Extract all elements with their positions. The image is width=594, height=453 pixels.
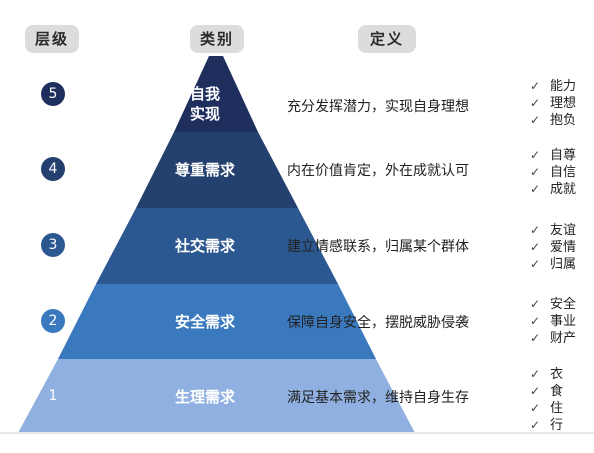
keyword-item: ✓食 xyxy=(530,384,564,399)
check-icon: ✓ xyxy=(530,331,541,345)
keyword-item: ✓成就 xyxy=(530,182,577,197)
keyword-item: ✓住 xyxy=(530,401,564,416)
check-icon: ✓ xyxy=(530,113,541,127)
keyword-item: ✓财产 xyxy=(530,331,577,346)
bottom-divider xyxy=(0,432,594,434)
check-icon: ✓ xyxy=(530,79,541,93)
check-icon: ✓ xyxy=(530,418,541,432)
keyword-item: ✓衣 xyxy=(530,367,564,382)
pyramid-tier-5 xyxy=(174,56,258,132)
definition-5: 充分发挥潜力，实现自身理想 xyxy=(287,99,469,115)
keywords-5: ✓能力 ✓理想 ✓抱负 xyxy=(530,78,576,129)
check-icon: ✓ xyxy=(530,240,541,254)
check-icon: ✓ xyxy=(530,148,541,162)
header-level: 层级 xyxy=(25,25,79,53)
definition-2: 保障自身安全，摆脱威胁侵袭 xyxy=(287,315,469,331)
check-icon: ✓ xyxy=(530,223,541,237)
keywords-4: ✓自尊 ✓自信 ✓成就 xyxy=(530,147,576,198)
category-5-line2: 实现 xyxy=(189,105,220,123)
check-icon: ✓ xyxy=(530,182,541,196)
keyword-item: ✓爱情 xyxy=(530,240,577,255)
keyword-item: ✓自信 xyxy=(530,165,577,180)
keyword-item: ✓归属 xyxy=(530,257,577,272)
category-label-4: 尊重需求 xyxy=(174,161,235,179)
check-icon: ✓ xyxy=(530,165,541,179)
pyramid-tier-3 xyxy=(96,208,338,284)
keyword-item: ✓友谊 xyxy=(530,223,577,238)
keyword-item: ✓理想 xyxy=(530,96,577,111)
pyramid-tier-1 xyxy=(18,359,415,433)
category-label-1: 生理需求 xyxy=(174,388,235,406)
keywords-1: ✓衣 ✓食 ✓住 ✓行 xyxy=(530,366,563,434)
keywords-3: ✓友谊 ✓爱情 ✓归属 xyxy=(530,222,576,273)
keyword-item: ✓抱负 xyxy=(530,113,577,128)
pyramid-tier-4 xyxy=(136,132,298,208)
level-number-5: 5 xyxy=(41,82,65,106)
level-number-1: 1 xyxy=(41,384,65,408)
level-number-4: 4 xyxy=(41,157,65,181)
keywords-2: ✓安全 ✓事业 ✓财产 xyxy=(530,296,576,347)
keyword-item: ✓事业 xyxy=(530,314,577,329)
check-icon: ✓ xyxy=(530,367,541,381)
header-category: 类别 xyxy=(190,25,244,53)
level-number-2: 2 xyxy=(41,309,65,333)
check-icon: ✓ xyxy=(530,384,541,398)
keyword-item: ✓自尊 xyxy=(530,148,577,163)
level-number-3: 3 xyxy=(41,233,65,257)
keyword-item: ✓能力 xyxy=(530,79,577,94)
category-label-5: 自我 实现 xyxy=(160,84,250,124)
check-icon: ✓ xyxy=(530,96,541,110)
keyword-item: ✓行 xyxy=(530,418,564,433)
category-5-line1: 自我 xyxy=(189,85,220,103)
check-icon: ✓ xyxy=(530,401,541,415)
category-label-2: 安全需求 xyxy=(174,313,235,331)
header-definition: 定义 xyxy=(358,25,416,53)
definition-1: 满足基本需求，维持自身生存 xyxy=(287,390,469,406)
check-icon: ✓ xyxy=(530,257,541,271)
category-label-3: 社交需求 xyxy=(174,237,235,255)
pyramid-tier-2 xyxy=(58,284,376,359)
check-icon: ✓ xyxy=(530,314,541,328)
definition-4: 内在价值肯定，外在成就认可 xyxy=(287,163,469,179)
keyword-item: ✓安全 xyxy=(530,297,577,312)
check-icon: ✓ xyxy=(530,297,541,311)
definition-3: 建立情感联系，归属某个群体 xyxy=(287,239,469,255)
